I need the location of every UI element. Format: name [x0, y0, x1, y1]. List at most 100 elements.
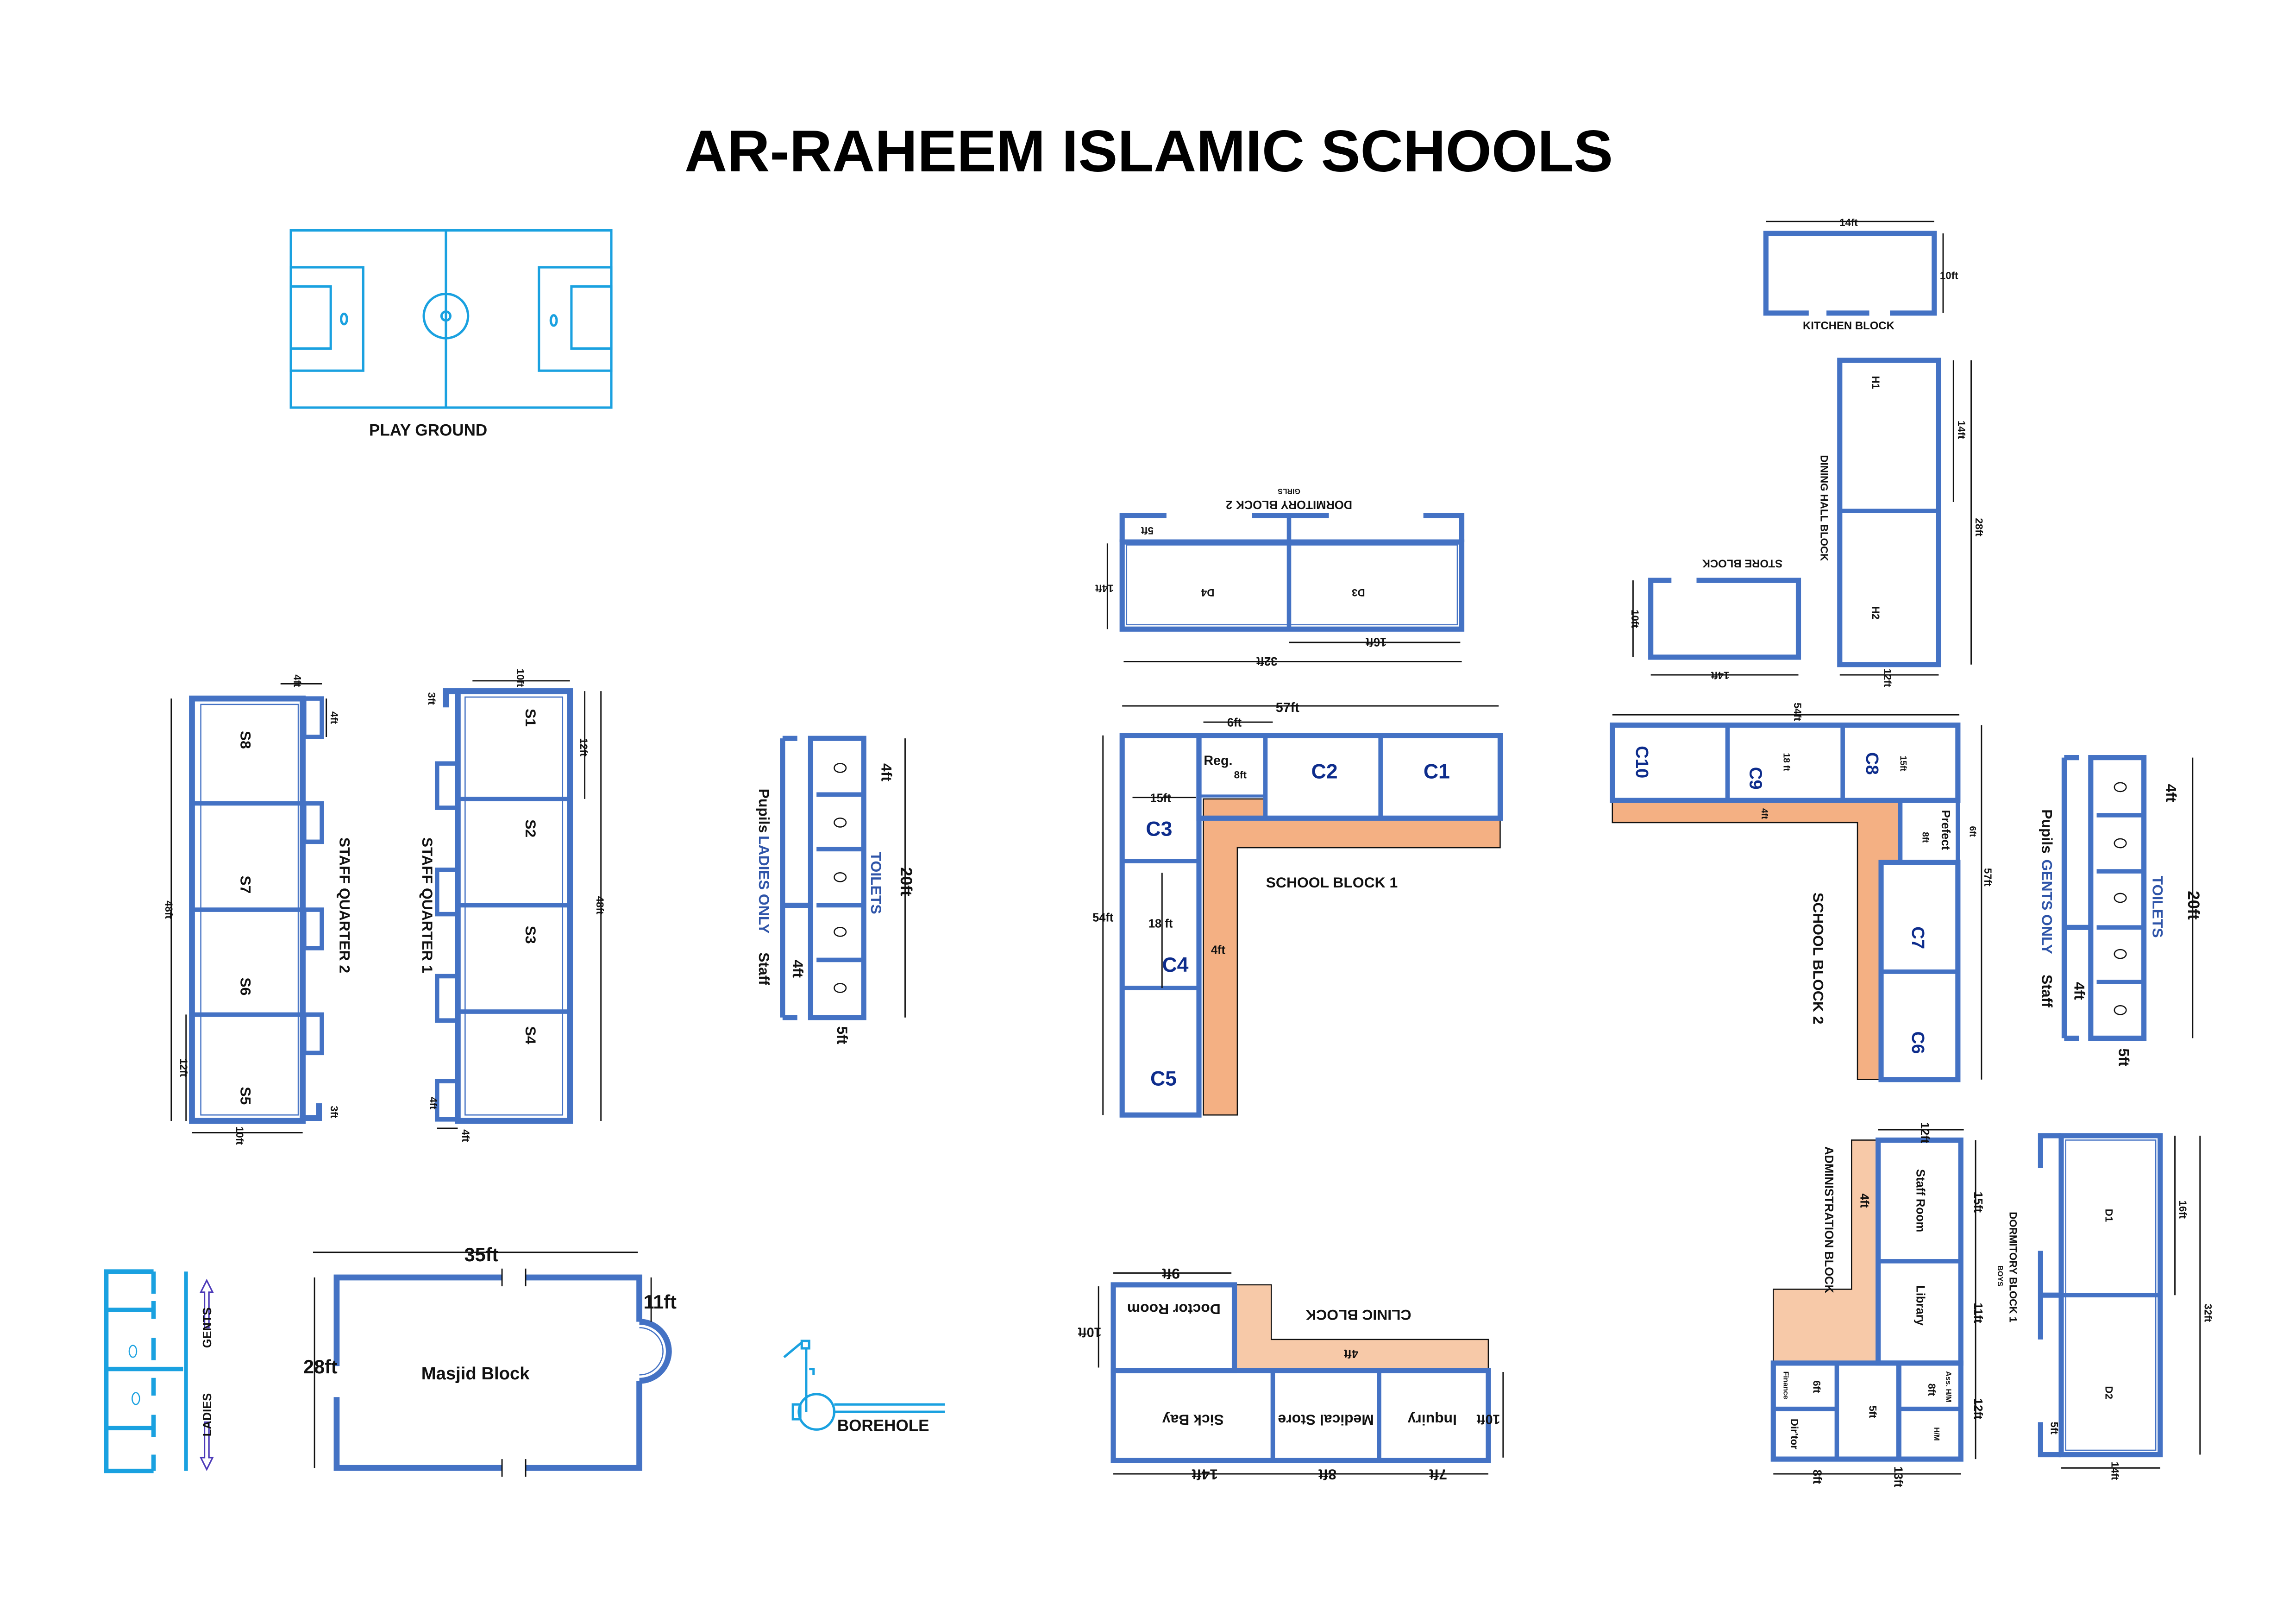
sick-bay: Sick Bay: [1162, 1411, 1224, 1428]
director-room: Dir'tor: [1789, 1419, 1800, 1449]
dim-reg-h: 8ft: [1234, 769, 1247, 780]
doctor-room: Doctor Room: [1127, 1301, 1221, 1317]
dim-corridor: 4ft: [2071, 982, 2088, 1000]
finance-room: Finance: [1782, 1371, 1790, 1399]
dim-width: 12ft: [1882, 669, 1893, 687]
play-ground-label: PLAY GROUND: [369, 421, 487, 440]
staff-label: Staff: [756, 952, 772, 985]
room-d2: D2: [2103, 1386, 2115, 1399]
dim-length: 28ft: [1973, 518, 1985, 536]
dim-right: 13ft: [1892, 1466, 1905, 1488]
borehole-label: BOREHOLE: [837, 1417, 929, 1435]
room-s8: S8: [238, 731, 254, 749]
dim-depth: 10ft: [1629, 610, 1641, 628]
library: Library: [1914, 1285, 1927, 1326]
room-s1: S1: [522, 709, 539, 727]
ass-hm-room: Ass. H/M: [1944, 1371, 1952, 1402]
ladies-only-label: LADIES ONLY: [756, 836, 772, 933]
room-c10: C10: [1632, 746, 1652, 778]
administration-block-label: ADMINISTRATION BLOCK: [1822, 1146, 1835, 1293]
dim-depth: 14ft: [2109, 1462, 2120, 1480]
dim-length: 48ft: [163, 900, 175, 919]
dim-porch: 5ft: [2049, 1422, 2060, 1435]
staff-label: Staff: [2039, 975, 2056, 1007]
pupils-label: Pupils: [756, 789, 772, 833]
dim-toilet-w: 4ft: [291, 674, 303, 687]
prefect-room: Prefect: [1939, 810, 1952, 850]
room-s7: S7: [238, 875, 254, 893]
dining-hall-block: H1 H2 DINING HALL BLOCK 14ft 28ft 12ft: [1818, 358, 1985, 687]
toilets-label: TOILETS: [2150, 876, 2166, 938]
toilets-ladies: Pupils LADIES ONLY Staff TOILETS 20ft 4f…: [756, 736, 915, 1044]
masjid-label: Masjid Block: [421, 1364, 530, 1384]
staff-quarter-2-label: STAFF QUARTER 2: [336, 837, 353, 973]
dormitory-block-2: D4 D3 DORMITORY BLOCK 2 GIRLS 32ft 16ft …: [1095, 487, 1465, 667]
room-d1: D1: [2103, 1209, 2115, 1222]
room-d4: D4: [1201, 587, 1214, 598]
dormitory-block-2-label: DORMITORY BLOCK 2: [1226, 498, 1352, 511]
dim-length: 57ft: [1276, 700, 1299, 715]
dim-room: 14ft: [1956, 421, 1967, 439]
dim-store-w: 8ft: [1318, 1466, 1336, 1483]
dim-library: 11ft: [1971, 1302, 1984, 1323]
kitchen-block-label: KITCHEN BLOCK: [1803, 320, 1895, 332]
clinic-block-label: CLINIC BLOCK: [1305, 1307, 1411, 1323]
dim-cubicle: 4ft: [2163, 784, 2179, 802]
dim-hall: 5ft: [1867, 1405, 1879, 1418]
room-s5: S5: [238, 1087, 254, 1105]
dim-corridor: 4ft: [1211, 944, 1226, 957]
room-c3: C3: [1146, 818, 1172, 841]
dim-length: 20ft: [897, 867, 915, 896]
reg-room: Reg.: [1204, 754, 1232, 768]
kitchen-block: 14ft 10ft KITCHEN BLOCK: [1763, 217, 1958, 332]
dim-finance: 6ft: [1811, 1380, 1822, 1393]
dim-corridor: 4ft: [1343, 1347, 1358, 1360]
administration-block: Staff Room Library Ass. H/M H/M Finance …: [1770, 1122, 1984, 1488]
dim-corridor: 4ft: [1759, 808, 1769, 819]
dim-porch: 3ft: [426, 692, 438, 705]
school-block-1: C2 C1 C3 C4 C5 Reg. SCHOOL BLOCK 1 57ft …: [1092, 700, 1503, 1118]
dim-porch: 3ft: [328, 1106, 340, 1119]
dim-room: 16ft: [2177, 1200, 2189, 1219]
room-c9: C9: [1745, 767, 1765, 790]
dim-length: 20ft: [2184, 891, 2202, 920]
dim-room-l: 18 ft: [1782, 753, 1791, 772]
dim-width: 10ft: [234, 1126, 245, 1145]
dim-doctor-w: 9ft: [1162, 1265, 1180, 1282]
dim-width: 14ft: [1839, 217, 1858, 228]
dim-room: 12ft: [578, 738, 590, 756]
dim-room-w: 15ft: [1898, 755, 1908, 772]
dim-length: 54ft: [1792, 703, 1803, 721]
room-c7: C7: [1908, 926, 1928, 949]
dormitory-block-1-label: DORMITORY BLOCK 1: [2007, 1212, 2019, 1322]
dim-corridor: 4ft: [1857, 1194, 1870, 1208]
dim-cubicle: 4ft: [878, 763, 895, 781]
ladies-label: LADIES: [201, 1393, 214, 1437]
room-c6: C6: [1908, 1032, 1928, 1054]
dim-depth: 5ft: [2115, 1048, 2132, 1066]
dim-room-w: 15ft: [1150, 792, 1171, 805]
masjid-block: 35ft 28ft 11ft Masjid Block: [303, 1244, 677, 1477]
page-title: AR-RAHEEM ISLAMIC SCHOOLS: [684, 119, 1613, 184]
dining-hall-label: DINING HALL BLOCK: [1818, 455, 1830, 561]
dim-length: 48ft: [594, 896, 606, 915]
dim-toilet-h: 4ft: [328, 711, 340, 724]
dim-depth: 10ft: [1940, 270, 1958, 282]
medical-store: Medical Store: [1278, 1411, 1374, 1428]
play-ground: PLAY GROUND: [289, 229, 613, 440]
staff-quarter-1: S1 S2 S3 S4 STAFF QUARTER 1 48ft 12ft 10…: [419, 669, 606, 1142]
staff-quarter-2: S8 S7 S6 S5 STAFF QUARTER 2 48ft 12ft 10…: [163, 674, 353, 1145]
room-c1: C1: [1424, 760, 1450, 783]
dim-inquiry-h: 10ft: [1476, 1411, 1500, 1426]
borehole: BOREHOLE: [783, 1340, 945, 1435]
room-s3: S3: [522, 926, 539, 944]
dim-pref-h: 6ft: [1967, 826, 1977, 837]
dim-mihrab: 11ft: [644, 1291, 677, 1313]
dim-width: 28ft: [303, 1356, 338, 1378]
toilets-gents: Pupils GENTS ONLY Staff TOILETS 20ft 4ft…: [2039, 755, 2202, 1067]
clinic-block: Doctor Room Sick Bay Medical Store Inqui…: [1078, 1265, 1504, 1483]
room-d3: D3: [1352, 587, 1365, 598]
room-c4: C4: [1162, 954, 1188, 976]
dim-toilet-h: 4ft: [427, 1097, 439, 1110]
